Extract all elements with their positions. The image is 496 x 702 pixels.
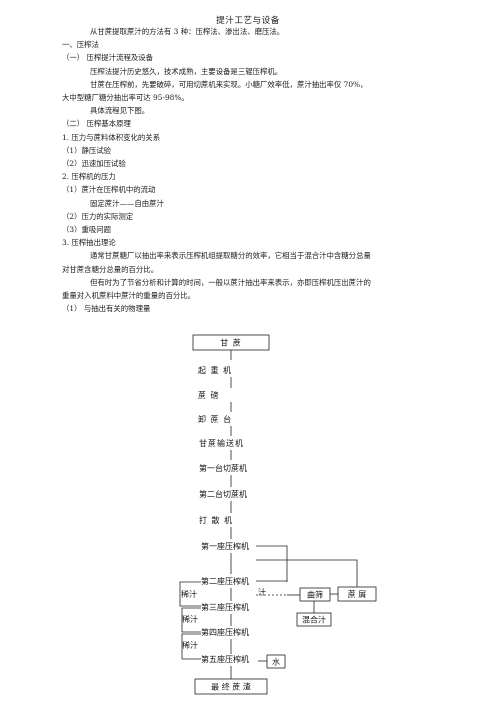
document-line: （2）压力的实际测定 [62, 211, 134, 221]
flow-mill-2: 第二座压榨机 [201, 576, 249, 586]
document-line: （3）重吸问题 [62, 225, 112, 234]
flow-step-conveyor: 甘蔗输送机 [199, 438, 244, 448]
document-line: 重量对入机蔗料中蔗汁的重量的百分比。 [62, 291, 196, 300]
document-line: 通常甘蔗糖厂以抽出率来表示压榨机组提取糖分的效率，它相当于混合汁中含糖分总量 [90, 251, 371, 261]
document-line: （二） 压榨基本原理 [62, 119, 131, 129]
document-line: （2）迅速加压试验 [62, 159, 126, 168]
document-line: （1） 与抽出有关的物理量 [62, 304, 151, 314]
flow-dilute-juice-line [179, 581, 201, 607]
flow-label-final-bagasse: 最 终 蔗 渣 [211, 682, 251, 692]
document-line: 大中型糖厂糖分抽出率可达 95-98%。 [62, 93, 189, 102]
flow-box-screen [299, 587, 331, 602]
document-line: 具体流程见下图。 [90, 106, 150, 116]
document-line: 对甘蔗含糖分总量的百分比。 [62, 264, 159, 274]
flow-dilute-juice-line [181, 633, 201, 660]
flow-label-dilute-juice-3: 稀汁 [182, 640, 198, 650]
flow-mill-1: 第一座压榨机 [201, 541, 249, 551]
document-line: 从甘蔗提取蔗汁的方法有 3 种：压榨法、渗出法、磨压法。 [90, 27, 285, 36]
document-line: 压榨法提汁历史悠久，技术成熟，主要设备是三辊压榨机。 [90, 66, 283, 76]
flow-juice-label: 汁 [258, 587, 266, 597]
document-line: （一） 压榨提汁流程及设备 [62, 53, 154, 63]
document-line: 但有时为了节省分析和计算的时间，一般以蔗汁抽出率来表示，亦即压榨机压出蔗汁的 [90, 277, 371, 287]
document-line: 一、压榨法 [62, 40, 99, 50]
flow-step-shredder: 打 散 机 [199, 515, 233, 525]
flow-step-cutter-2: 第二台切蔗机 [199, 489, 247, 499]
document-line: 1. 压力与蔗料体积变化的关系 [62, 132, 161, 142]
flow-juice-line [256, 545, 288, 582]
flow-step-crane: 起 重 机 [198, 365, 232, 375]
flow-label-water: 水 [272, 657, 280, 667]
flow-step-unloader: 卸 蔗 台 [198, 414, 232, 424]
document-line: 3. 压榨抽出理论 [62, 238, 116, 248]
flow-dilute-juice-line [181, 607, 201, 633]
flow-return-line [256, 559, 358, 587]
flow-label-sugarcane: 甘 蔗 [220, 338, 242, 348]
flow-label-dilute-juice-2: 稀汁 [182, 614, 198, 624]
flow-step-scale: 蔗 磅 [198, 390, 220, 400]
document-line: （1）静压试验 [62, 145, 112, 155]
flow-box-water [266, 654, 286, 669]
flow-label-bagacillo: 蔗 屑 [348, 589, 367, 599]
document-line: （1）蔗汁在压榨机中的流动 [62, 185, 156, 195]
flow-mill-5: 第五座压榨机 [201, 654, 249, 664]
flow-mill-3: 第三座压榨机 [201, 602, 249, 612]
flow-label-mixed-juice: 混合汁 [302, 615, 326, 625]
document-line: 2. 压榨机的压力 [62, 172, 116, 182]
flow-label-dilute-juice-1: 稀汁 [181, 589, 197, 599]
document-line: 甘蔗在压榨前，先要破碎，可用切蔗机来实现。小糖厂效率低，蔗汁抽出率仅 70%， [90, 79, 368, 89]
document-line: 固定蔗汁——自由蔗汁 [90, 198, 164, 208]
document-title: 提汁工艺与设备 [216, 16, 280, 26]
flow-label-screen: 曲筛 [307, 590, 323, 600]
flow-box-final-bagasse [194, 678, 268, 695]
flow-mill-4: 第四座压榨机 [201, 627, 249, 637]
flow-step-cutter-1: 第一台切蔗机 [199, 463, 247, 473]
